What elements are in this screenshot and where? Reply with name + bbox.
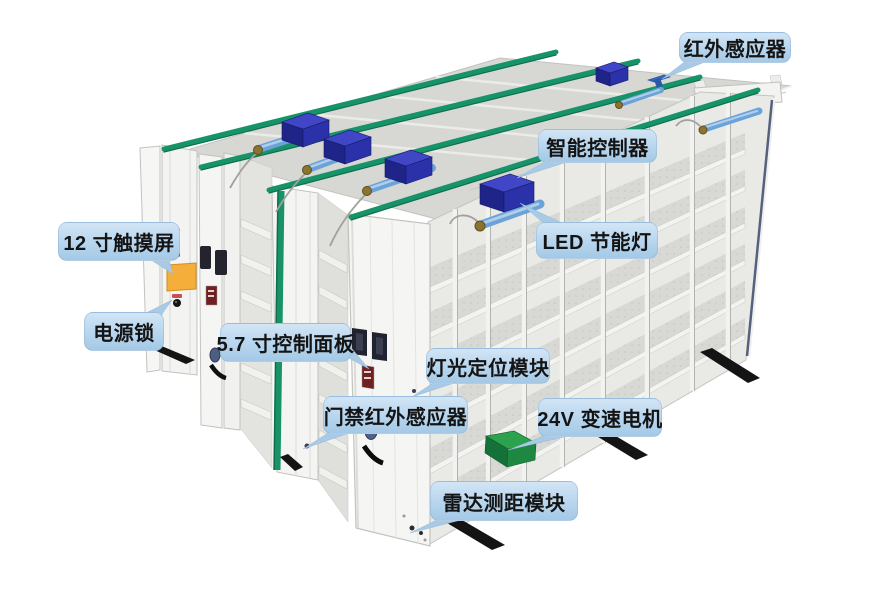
- smart-controller-box: [384, 149, 433, 185]
- floor-track: [280, 454, 303, 471]
- floor-track: [437, 513, 505, 550]
- smart-controller-box: [595, 61, 629, 87]
- infrared-sensor-unit: [647, 74, 671, 88]
- door-knob: [209, 347, 227, 381]
- control-panel-display: [205, 285, 218, 306]
- end-panel-2: [198, 152, 241, 431]
- end-panel-4: [347, 213, 431, 547]
- led-light-tube: [698, 107, 763, 135]
- smart-controller-box: [479, 173, 535, 213]
- callout-motor-24v: 24V 变速电机: [537, 398, 662, 437]
- handle-slot: [215, 250, 227, 275]
- aisle-shelves-1: [239, 155, 273, 469]
- radar-module: [409, 525, 423, 535]
- label-sticker: [172, 294, 182, 298]
- callout-power-lock: 电源锁: [84, 312, 164, 351]
- smart-controller-boxes: [281, 61, 629, 213]
- callout-light-positioning-module: 灯光定位模块: [426, 348, 550, 384]
- callout-led-energy-saving-light: LED 节能灯: [536, 222, 658, 259]
- cables: [229, 119, 701, 247]
- smart-controller-box: [323, 129, 372, 165]
- led-light-tube: [615, 87, 664, 109]
- top-rails: [161, 49, 761, 221]
- callout-door-access-infrared-sensor: 门禁红外感应器: [323, 396, 468, 434]
- floor-track: [700, 348, 760, 383]
- callout-control-panel-5-7-inch: 5.7 寸控制面板: [217, 323, 354, 362]
- handle-slot: [200, 246, 211, 269]
- callout-smart-controller: 智能控制器: [538, 129, 657, 163]
- control-panel-display: [361, 364, 375, 390]
- smart-controller-box: [281, 112, 330, 148]
- touch-screen: [166, 262, 197, 292]
- light-positioning-module: [412, 389, 416, 393]
- power-lock: [173, 299, 181, 307]
- callout-infrared-sensor: 红外感应器: [679, 32, 791, 63]
- callout-touch-screen-12-inch: 12 寸触摸屏: [58, 222, 180, 261]
- callout-radar-ranging-module: 雷达测距模块: [430, 481, 578, 521]
